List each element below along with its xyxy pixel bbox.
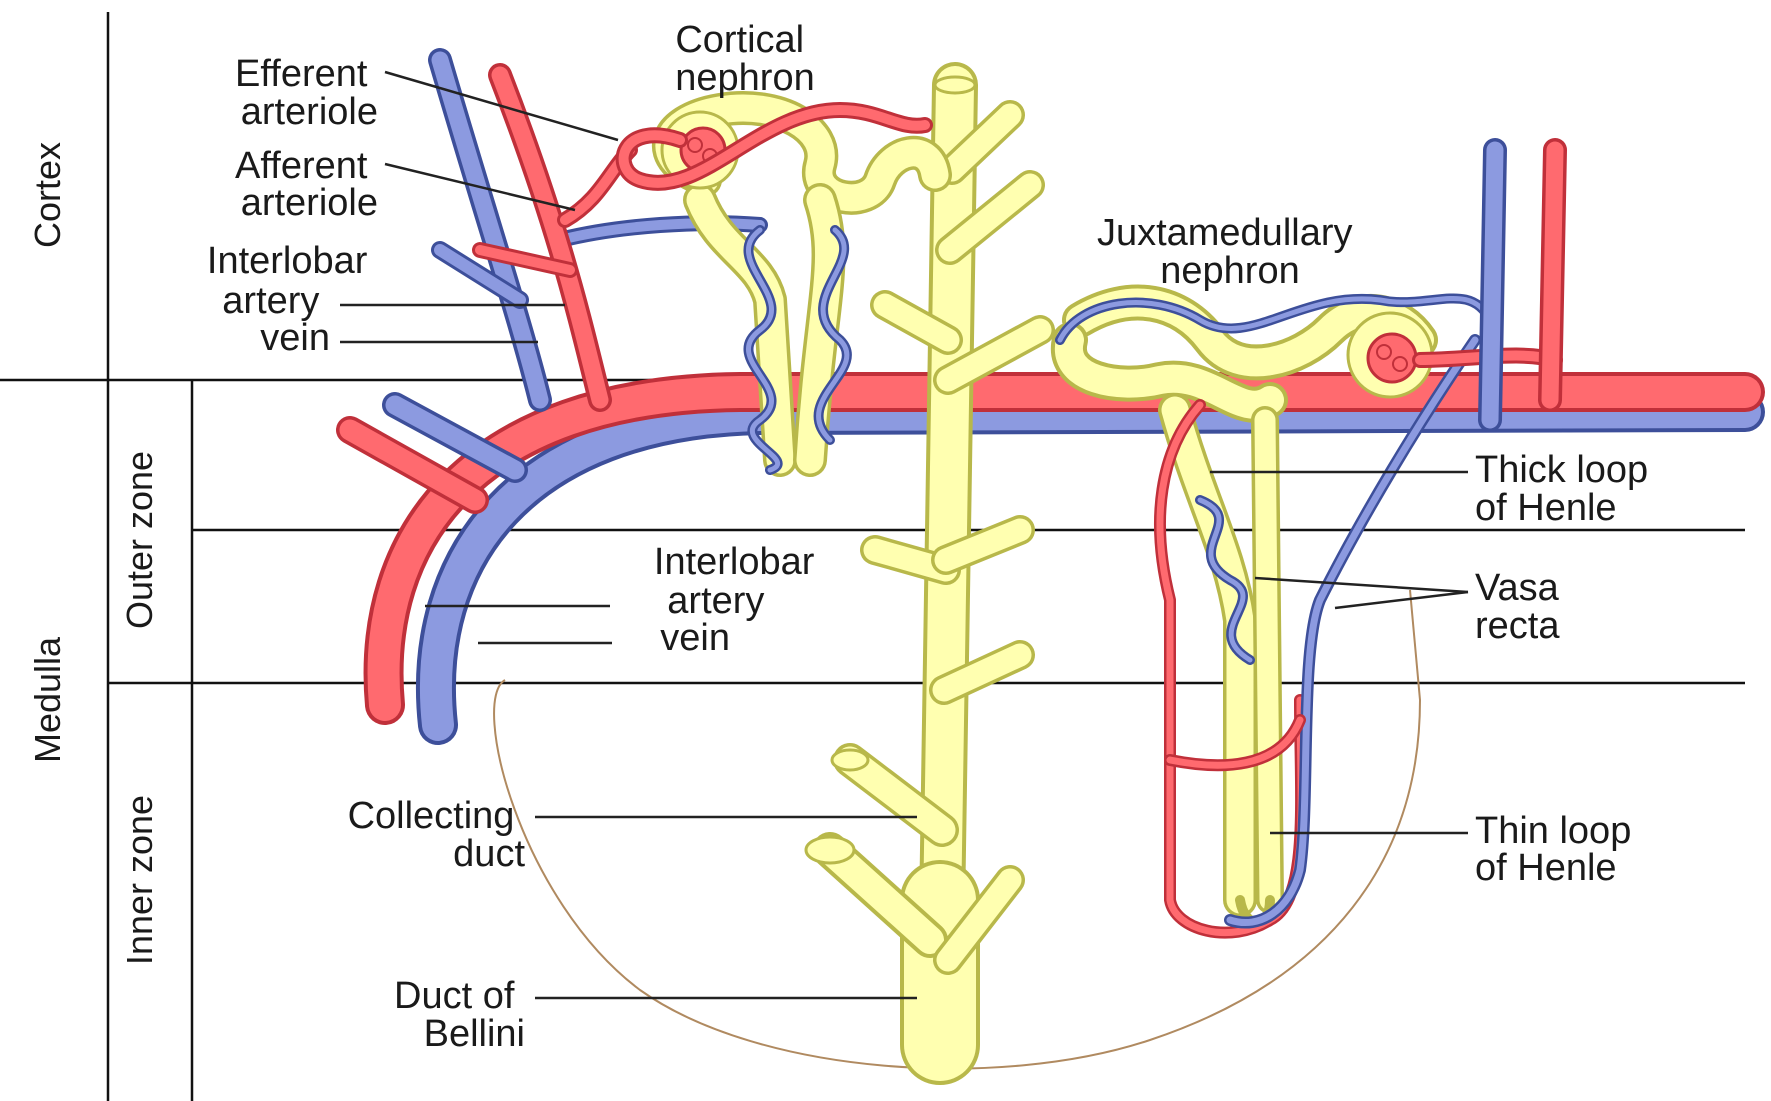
cortex-zone-label: Cortex	[27, 142, 68, 248]
juxtamedullary-nephron-label: Juxtamedullary nephron	[1097, 212, 1363, 292]
arcuate-vessels	[350, 392, 1745, 725]
duct-of-bellini-label: Duct of Bellini	[394, 975, 525, 1055]
thick-loop-label: Thick loop of Henle	[1475, 449, 1659, 529]
vasa-recta-label: Vasa recta	[1475, 567, 1569, 647]
outer-zone-label: Outer zone	[119, 451, 160, 629]
afferent-arteriole-label: Afferent arteriole	[235, 145, 378, 224]
thin-loop-label: Thin loop of Henle	[1475, 810, 1642, 889]
vasa-recta-leader-2	[1335, 592, 1468, 608]
collecting-duct-label: Collecting duct	[348, 795, 526, 875]
efferent-arteriole-label: Efferent arteriole	[235, 53, 378, 133]
vasa-recta-leader-1	[1255, 578, 1468, 592]
inner-zone-label: Inner zone	[119, 795, 160, 965]
interlobar-medulla-label: Interlobar artery vein	[654, 541, 825, 659]
cortical-nephron-label: Cortical nephron	[675, 19, 814, 99]
medulla-zone-label: Medulla	[27, 636, 68, 763]
